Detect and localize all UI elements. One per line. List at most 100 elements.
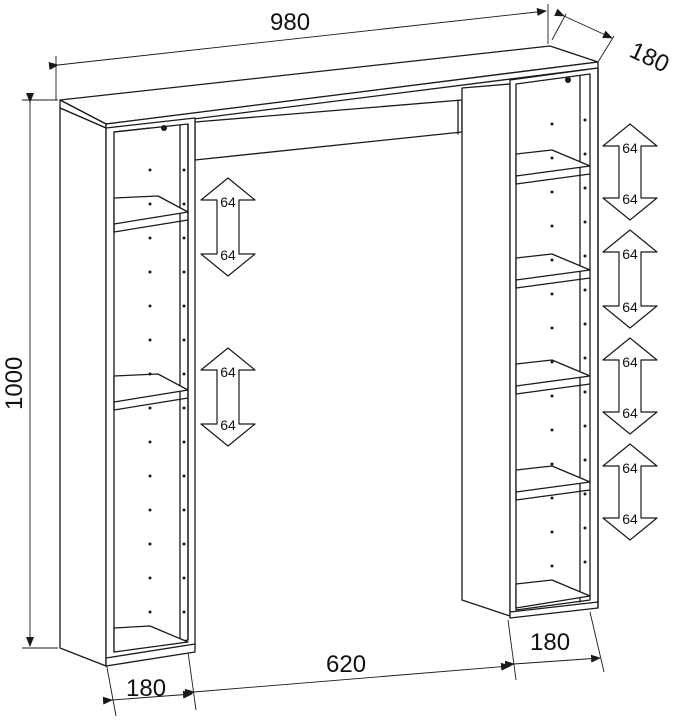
pin-hole bbox=[550, 224, 554, 228]
arrow-shape bbox=[602, 337, 658, 435]
arrow-shape bbox=[602, 229, 658, 329]
arrow-shape bbox=[602, 123, 658, 221]
arrow-label: 64 bbox=[622, 354, 638, 370]
pin-hole bbox=[182, 202, 186, 206]
pin-hole bbox=[550, 394, 554, 398]
pin-hole bbox=[583, 492, 587, 496]
right-shelf-3 bbox=[515, 359, 591, 387]
pin-hole bbox=[550, 564, 554, 568]
pin-hole bbox=[182, 406, 186, 410]
pin-hole bbox=[583, 254, 587, 258]
arrow-label: 64 bbox=[622, 460, 638, 476]
pin-hole bbox=[148, 338, 152, 342]
pin-hole bbox=[550, 360, 554, 364]
pin-hole bbox=[583, 186, 587, 190]
arrow-label: 64 bbox=[622, 246, 638, 262]
arrow-label: 64 bbox=[622, 299, 638, 315]
shelf-adjustment-arrow: 64 64 bbox=[200, 177, 256, 277]
shelf-pin-holes bbox=[148, 118, 587, 614]
pin-hole bbox=[182, 338, 186, 342]
pin-hole bbox=[583, 424, 587, 428]
shelf-adjustment-arrow: 64 64 bbox=[602, 123, 658, 221]
arrow-label: 64 bbox=[220, 194, 236, 210]
pin-hole bbox=[148, 406, 152, 410]
pin-hole bbox=[182, 236, 186, 240]
pin-hole bbox=[182, 270, 186, 274]
pin-hole bbox=[583, 152, 587, 156]
arrow-shape bbox=[602, 443, 658, 541]
left-column-outer-side bbox=[59, 107, 107, 667]
pin-hole bbox=[148, 508, 152, 512]
pin-hole bbox=[148, 168, 152, 172]
left-shelf-bottom bbox=[113, 625, 189, 653]
arrow-label: 64 bbox=[622, 511, 638, 527]
right-column-side bbox=[461, 83, 511, 617]
shelf-adjustment-arrow: 64 64 bbox=[602, 337, 658, 435]
pin-hole bbox=[148, 542, 152, 546]
arrow-label: 64 bbox=[622, 140, 638, 156]
pin-hole bbox=[148, 304, 152, 308]
pin-hole bbox=[550, 428, 554, 432]
pin-hole bbox=[583, 322, 587, 326]
pin-hole bbox=[182, 168, 186, 172]
pin-hole bbox=[148, 202, 152, 206]
pin-hole bbox=[182, 576, 186, 580]
right-shelf-1 bbox=[515, 149, 591, 177]
pin-hole bbox=[550, 462, 554, 466]
pin-hole bbox=[148, 474, 152, 478]
pin-hole bbox=[148, 610, 152, 614]
pin-hole bbox=[583, 288, 587, 292]
pin-hole bbox=[583, 390, 587, 394]
arrow-label: 64 bbox=[622, 191, 638, 207]
arrow-label: 64 bbox=[622, 405, 638, 421]
shelf-adjustment-arrows: 64 64 64 64 64 64 64 64 64 64 64 64 bbox=[200, 123, 658, 541]
width-label: 980 bbox=[270, 9, 310, 36]
left-column-width-label: 180 bbox=[126, 675, 166, 702]
pin-hole bbox=[148, 440, 152, 444]
arrow-label: 64 bbox=[220, 247, 236, 263]
pin-hole bbox=[583, 220, 587, 224]
furniture bbox=[59, 45, 599, 667]
gap-width-label: 620 bbox=[326, 651, 366, 678]
pin-hole bbox=[583, 560, 587, 564]
pin-hole bbox=[182, 610, 186, 614]
height-label: 1000 bbox=[1, 357, 28, 410]
right-shelf-bottom bbox=[515, 579, 591, 609]
pin-hole bbox=[182, 440, 186, 444]
pin-hole bbox=[550, 156, 554, 160]
pin-hole bbox=[182, 542, 186, 546]
pin-hole bbox=[550, 496, 554, 500]
pin-hole bbox=[583, 356, 587, 360]
arrow-shape bbox=[200, 177, 256, 277]
pin-hole bbox=[583, 458, 587, 462]
right-column-width-label: 180 bbox=[530, 629, 570, 656]
arrow-label: 64 bbox=[220, 364, 236, 380]
pin-hole bbox=[182, 508, 186, 512]
pin-hole bbox=[148, 576, 152, 580]
pin-hole bbox=[583, 526, 587, 530]
right-shelf-4 bbox=[515, 465, 591, 493]
shelf-adjustment-arrow: 64 64 bbox=[602, 443, 658, 541]
shelf-adjustment-arrow: 64 64 bbox=[200, 347, 256, 447]
pin-hole bbox=[148, 236, 152, 240]
arrow-shape bbox=[200, 347, 256, 447]
pin-hole bbox=[182, 372, 186, 376]
pin-hole bbox=[182, 304, 186, 308]
left-shelf-1 bbox=[113, 195, 189, 225]
pin-hole bbox=[148, 270, 152, 274]
pin-hole bbox=[550, 326, 554, 330]
shelf-adjustment-arrow: 64 64 bbox=[602, 229, 658, 329]
pin-hole bbox=[583, 118, 587, 122]
pin-hole bbox=[550, 530, 554, 534]
pin-hole bbox=[550, 258, 554, 262]
pin-hole bbox=[550, 292, 554, 296]
dimension-lines bbox=[22, 4, 615, 717]
arrow-label: 64 bbox=[220, 417, 236, 433]
pin-hole bbox=[550, 122, 554, 126]
depth-label: 180 bbox=[625, 37, 673, 78]
pin-hole bbox=[182, 474, 186, 478]
right-shelf-2 bbox=[515, 253, 591, 281]
pin-hole bbox=[550, 190, 554, 194]
